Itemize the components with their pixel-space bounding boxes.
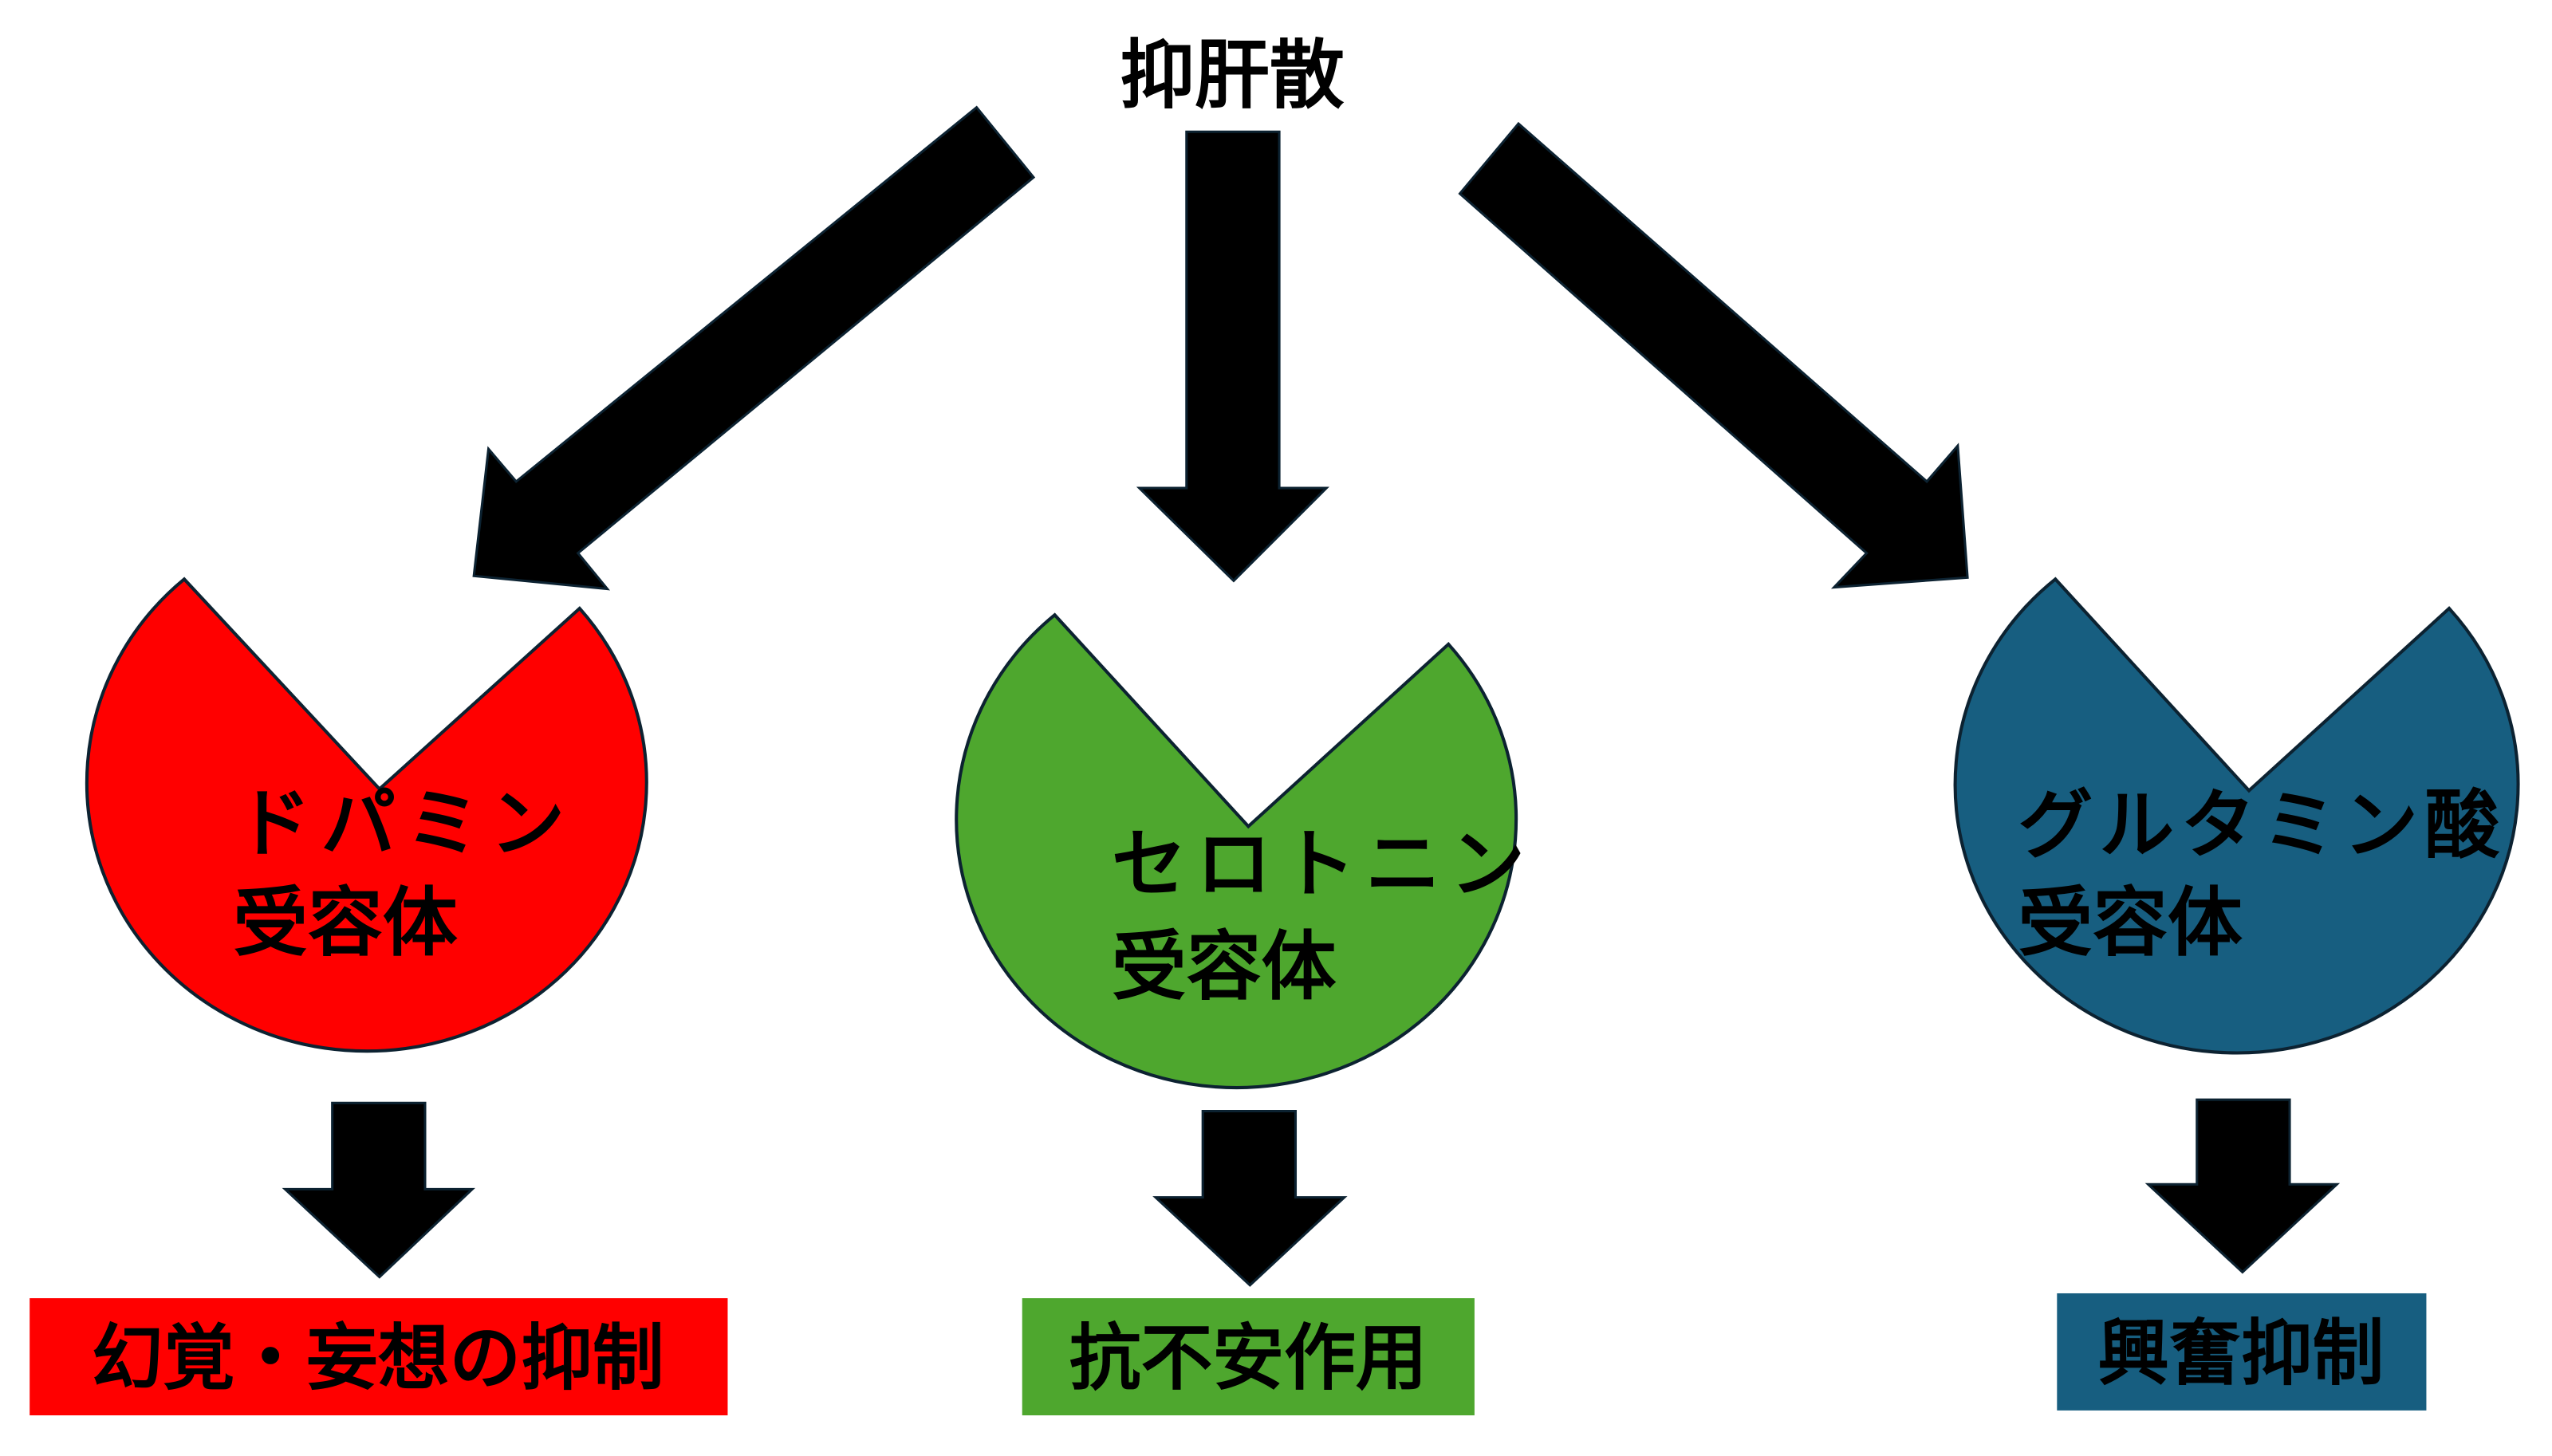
serotonin-label-1: セロトニン bbox=[1112, 821, 1534, 908]
dopamine-label-1: ドパミン bbox=[236, 781, 574, 868]
effect-box-excitation bbox=[2057, 1293, 2427, 1411]
dopamine-label-2: 受容体 bbox=[233, 880, 458, 966]
effect-label-excitation: 興奮抑制 bbox=[2097, 1312, 2384, 1395]
arrow-dopamine-effect bbox=[282, 1101, 475, 1279]
arrow-to-serotonin bbox=[1136, 130, 1329, 583]
effect-label-anxiolytic: 抗不安作用 bbox=[1069, 1317, 1428, 1400]
effect-box-anxiolytic bbox=[1022, 1298, 1475, 1415]
effect-box-hallucination bbox=[30, 1298, 728, 1415]
effect-label-hallucination: 幻覚・妄想の抑制 bbox=[92, 1317, 664, 1400]
glutamate-receptor-shape bbox=[1953, 576, 2520, 1055]
glutamate-label-2: 受容体 bbox=[2018, 880, 2243, 966]
glutamate-label-1: グルタミン酸 bbox=[2018, 782, 2506, 869]
arrow-glutamate-effect bbox=[2144, 1098, 2341, 1274]
dopamine-receptor-shape bbox=[85, 576, 648, 1053]
arrow-to-glutamate bbox=[1458, 121, 1969, 589]
arrow-serotonin-effect bbox=[1152, 1109, 1348, 1287]
serotonin-label-2: 受容体 bbox=[1112, 924, 1337, 1011]
title: 抑肝散 bbox=[1120, 32, 1345, 119]
arrow-to-dopamine bbox=[472, 105, 1036, 591]
serotonin-receptor-shape bbox=[955, 612, 1518, 1090]
